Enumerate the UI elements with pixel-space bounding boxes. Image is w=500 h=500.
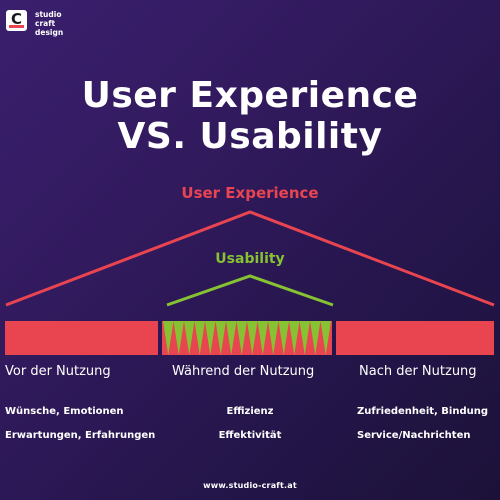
usability-pattern-triangle [257, 321, 268, 355]
usability-pattern-triangle [194, 321, 205, 355]
usability-pattern-triangle [320, 321, 331, 355]
usability-pattern-triangle [247, 321, 258, 355]
before-item-1: Wünsche, Emotionen [5, 406, 124, 417]
bar-before-use [5, 321, 158, 355]
usability-pattern-triangle [163, 321, 174, 355]
after-item-1: Zufriedenheit, Bindung [357, 406, 489, 417]
usability-pattern-triangle [268, 321, 279, 355]
brand: C studio craft design [6, 10, 63, 37]
during-item-1: Effizienz [226, 406, 274, 417]
phase-after-use: Nach der Nutzung [359, 364, 477, 379]
during-item-2: Effektivität [218, 430, 282, 441]
brand-name: studio craft design [35, 10, 63, 37]
phase-during-use: Während der Nutzung [172, 364, 315, 379]
usability-roof [166, 274, 334, 307]
user-experience-label: User Experience [181, 184, 319, 202]
usability-pattern-triangle [299, 321, 310, 355]
after-item-2: Service/Nachrichten [357, 430, 471, 441]
usability-pattern-triangle [184, 321, 195, 355]
usability-pattern-triangle [310, 321, 321, 355]
usability-pattern-triangle [205, 321, 216, 355]
brand-line-1: studio [35, 10, 62, 19]
studio-craft-logo: C [6, 10, 27, 31]
usability-pattern-triangle [215, 321, 226, 355]
usability-pattern-triangle [278, 321, 289, 355]
bar-after-use [336, 321, 494, 355]
usability-pattern-triangle [236, 321, 247, 355]
before-item-2: Erwartungen, Erfahrungen [5, 430, 156, 441]
usability-pattern-triangle [226, 321, 237, 355]
usability-label: Usability [215, 251, 285, 267]
page-title-line-1: User Experience [81, 75, 419, 116]
logo-accent-bar [9, 25, 24, 28]
bar-during-use [162, 321, 332, 355]
phase-before-use: Vor der Nutzung [5, 364, 111, 379]
brand-line-2: craft [35, 19, 56, 28]
page-title-line-2: VS. Usability [117, 116, 383, 157]
website-url: www.studio-craft.at [203, 481, 297, 490]
usability-pattern-triangle [289, 321, 300, 355]
brand-line-3: design [35, 28, 64, 37]
usability-pattern [163, 321, 331, 355]
usability-pattern-triangle [173, 321, 184, 355]
user-experience-roof [5, 210, 495, 307]
logo-letter: C [10, 10, 22, 28]
